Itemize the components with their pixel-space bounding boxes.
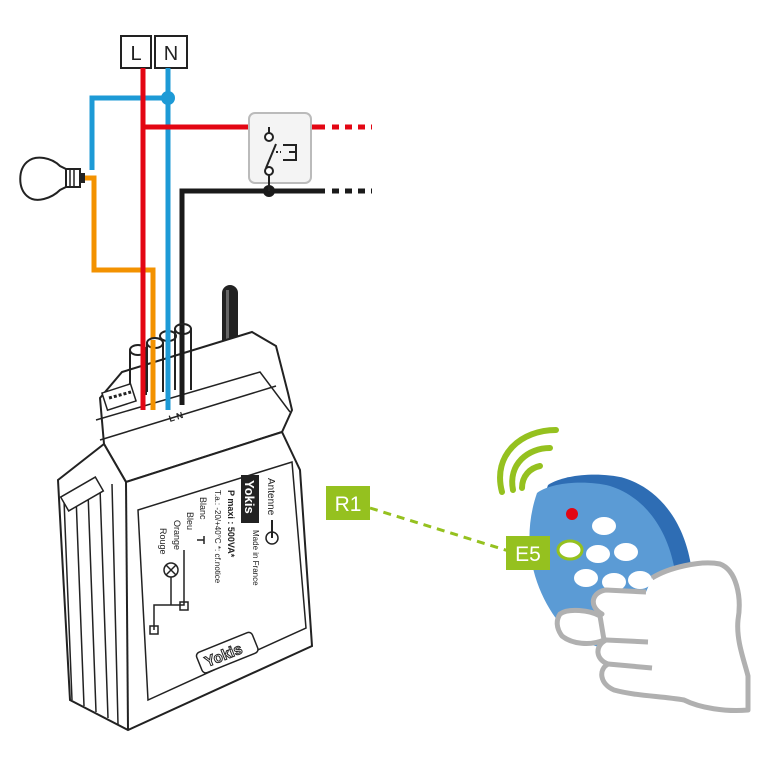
module-body: L N xyxy=(56,323,314,732)
neutral-branch xyxy=(89,95,168,170)
remote-button xyxy=(614,543,638,561)
wire-label-red: Rouge xyxy=(158,528,168,555)
wire-label-blue: Bleu xyxy=(185,512,195,530)
switch-icon xyxy=(248,112,312,191)
wire-label-white: Blanc xyxy=(198,497,208,520)
remote-button xyxy=(574,569,598,587)
label-schematic xyxy=(149,536,205,635)
tag-r1: R1 xyxy=(326,486,370,520)
module-label: Antenne xyxy=(265,478,276,516)
remote-button xyxy=(592,517,616,535)
remote-button xyxy=(586,545,610,563)
signal-waves-icon xyxy=(497,427,559,495)
terminal-n: N xyxy=(154,35,188,69)
remote-led xyxy=(566,508,578,520)
wire-label-orange: Orange xyxy=(172,520,182,550)
tag-e5-label: E5 xyxy=(515,543,541,566)
hand-icon xyxy=(554,560,751,713)
remote-button xyxy=(628,571,652,589)
antenna-label: Antenne xyxy=(265,478,276,516)
brand-name: Yokis xyxy=(242,480,257,514)
brand-badge xyxy=(241,475,259,523)
tag-r1-label: R1 xyxy=(335,493,362,516)
orange-wire xyxy=(82,175,156,395)
radio-link xyxy=(369,506,513,554)
tag-e5: E5 xyxy=(506,536,550,570)
wire-sleeves xyxy=(129,323,192,395)
terminal-n-label: N xyxy=(164,43,178,65)
terminal-l: L xyxy=(120,35,152,69)
temperature-label: T.a.: -20/+40°C *: cf.notice xyxy=(213,490,222,584)
made-in-label: Made in France xyxy=(251,530,260,586)
terminal-l-label: L xyxy=(130,43,141,65)
bulb-icon xyxy=(19,156,85,201)
power-label: P maxi : 500VA* xyxy=(226,490,236,558)
remote-button-e5 xyxy=(556,539,584,561)
terminal-marks: L N xyxy=(168,410,185,424)
remote-button xyxy=(602,573,626,591)
module-antenna-symbol xyxy=(265,520,279,545)
neutral-junction xyxy=(161,91,175,105)
